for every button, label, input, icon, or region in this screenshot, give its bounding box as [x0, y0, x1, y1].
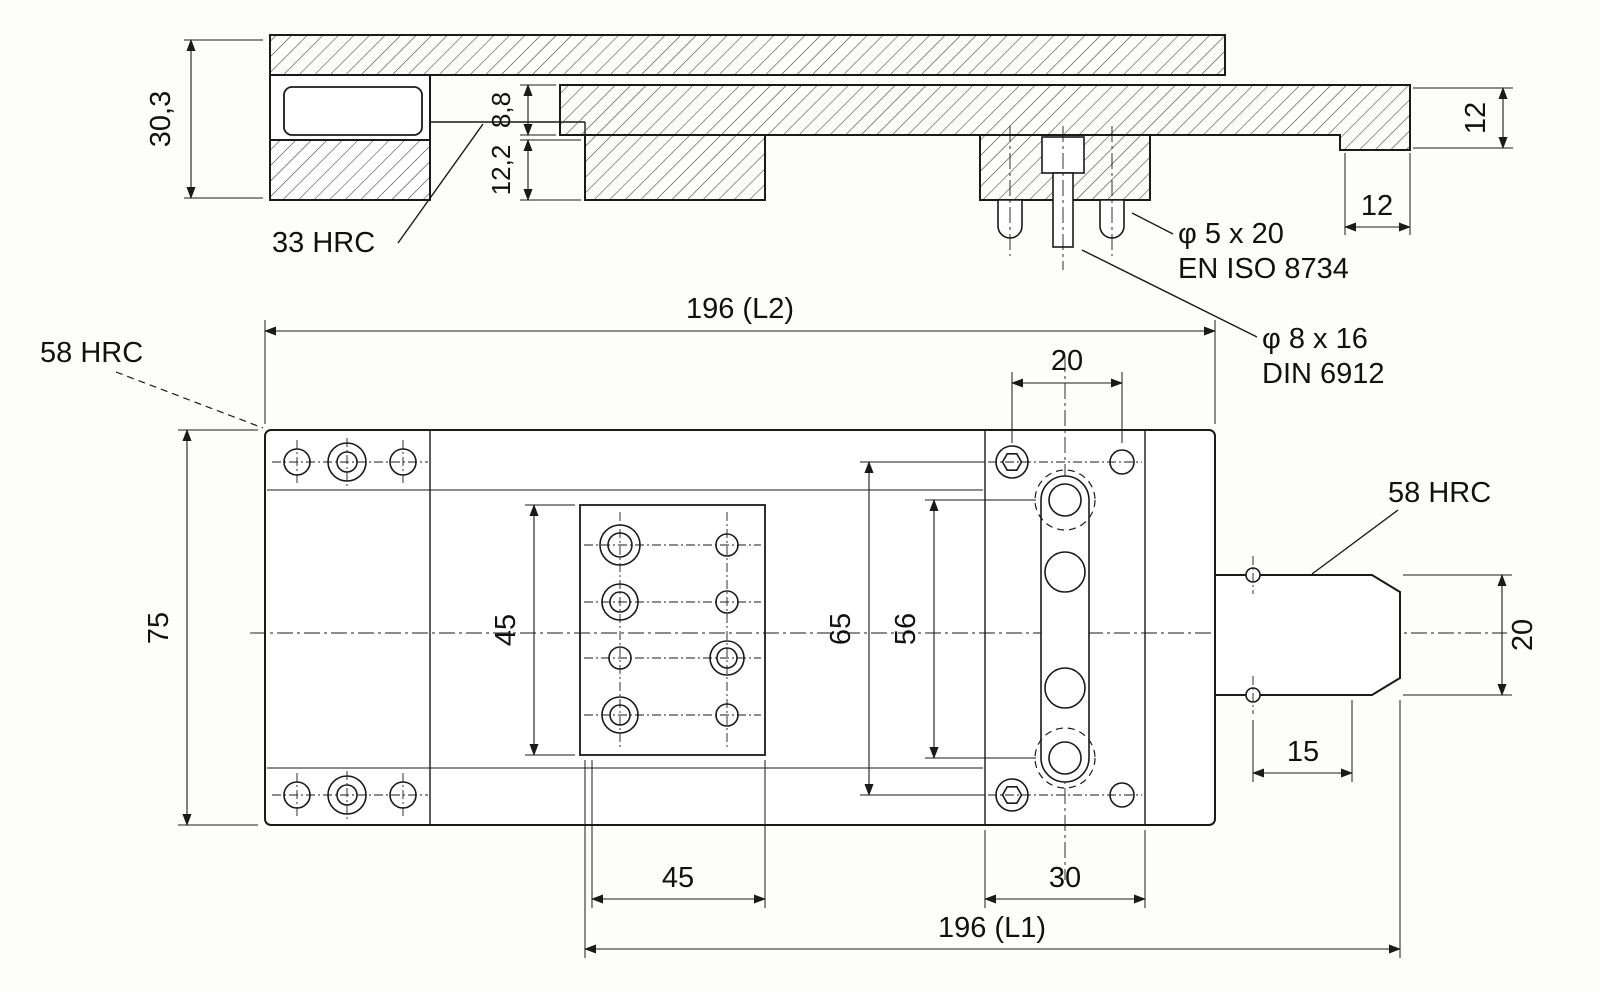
dim-end-width: 12 [1344, 153, 1411, 235]
hex-socket-top [1001, 452, 1023, 472]
left-jaw-hatched [269, 139, 431, 201]
top-plate-section [269, 34, 1226, 76]
dim-label-12-horiz: 12 [1361, 190, 1393, 222]
hardness-label-58hrc-left: 58 HRC [40, 337, 143, 369]
dim-top-20: 20 [1011, 345, 1123, 443]
hardness-note-58hrc-right: 58 HRC [1311, 477, 1491, 575]
counterbore-top-hidden [1034, 469, 1096, 531]
hardness-note-33hrc: 33 HRC [272, 123, 484, 259]
plan-view [250, 356, 1507, 880]
dim-label-tongue-20: 20 [1507, 619, 1539, 651]
hole-grid [579, 504, 766, 756]
dim-span-30: 30 [984, 830, 1146, 908]
pin-spec-line1: φ 5 x 20 [1178, 218, 1284, 250]
jaw-pocket [283, 86, 423, 136]
section-view [269, 34, 1411, 270]
hex-socket-bottom [1001, 785, 1023, 805]
screw-spec-line2: DIN 6912 [1262, 358, 1385, 390]
dim-end-thickness: 12 [1413, 87, 1513, 149]
dim-label-12-vert: 12 [1460, 102, 1492, 134]
hardness-label-33hrc: 33 HRC [272, 227, 375, 259]
dim-label-75: 75 [143, 612, 175, 644]
screw-spec-line1: φ 8 x 16 [1262, 323, 1368, 355]
dim-label-15: 15 [1287, 736, 1319, 768]
dim-offset-15: 15 [1252, 700, 1353, 782]
counterbore-bottom-hidden [1034, 727, 1096, 789]
tongue [1214, 556, 1401, 714]
dim-length-l2: 196 (L2) [264, 293, 1216, 424]
dim-length-l1: 196 (L1) [584, 700, 1401, 958]
dim-tongue-20: 20 [1403, 574, 1539, 696]
dim-span-56: 56 [890, 499, 1036, 759]
hardness-note-58hrc-left: 58 HRC [40, 337, 264, 429]
hardness-label-58hrc-right: 58 HRC [1388, 477, 1491, 509]
dowel-pin-note: φ 5 x 20 EN ISO 8734 [1131, 212, 1349, 285]
corner-holes-left [283, 438, 417, 819]
dim-gap-lower: 12,2 [486, 139, 581, 201]
dim-label-45-vert: 45 [490, 614, 522, 646]
dim-label-65: 65 [825, 613, 857, 645]
dim-label-top-20: 20 [1051, 345, 1083, 377]
dim-grid-45-bottom: 45 [591, 760, 766, 908]
dim-gap-upper: 8,8 [486, 84, 556, 136]
dim-grid-45-vert: 45 [490, 504, 575, 756]
dim-label-56: 56 [890, 613, 922, 645]
dim-label-30: 30 [1049, 862, 1081, 894]
dim-label-8-8: 8,8 [486, 92, 516, 128]
dim-overall-height: 30,3 [145, 39, 263, 199]
pin-spec-line2: EN ISO 8734 [1178, 253, 1349, 285]
dim-label-l2: 196 (L2) [686, 293, 794, 325]
dim-label-l1: 196 (L1) [938, 912, 1046, 944]
clamp-plate [984, 430, 1146, 825]
dim-label-45-bottom: 45 [662, 862, 694, 894]
middle-block-section [584, 134, 766, 201]
dim-width-75: 75 [143, 429, 258, 826]
dim-label-12-2: 12,2 [486, 145, 516, 196]
dim-label-30-3: 30,3 [145, 91, 177, 147]
dim-span-65: 65 [825, 461, 985, 796]
guide-rail-section [559, 84, 1411, 151]
screw-note: φ 8 x 16 DIN 6912 [1081, 249, 1385, 390]
clamp-slot [1040, 475, 1090, 783]
